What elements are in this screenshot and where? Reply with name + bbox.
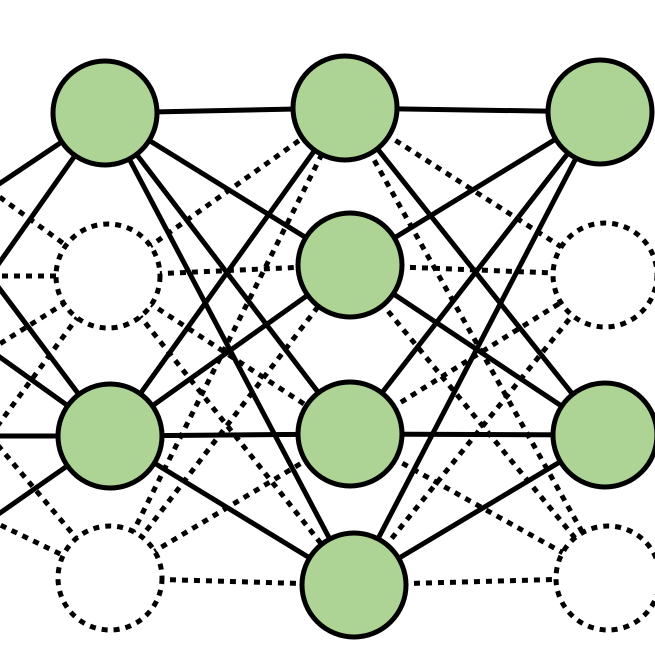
active-node-L2N3: [295, 379, 405, 489]
edge-L1N4-L2N1: [107, 106, 348, 580]
active-node-L1N1: [50, 58, 160, 168]
active-node-L3N1: [545, 57, 655, 167]
edge-L1N4-L2N2: [108, 263, 352, 580]
dropped-node-L1N2: [53, 221, 163, 331]
edge-L2N2-L3N4: [348, 263, 610, 580]
edge-L2N4-L3N1: [351, 110, 603, 587]
active-node-L3N3: [550, 380, 655, 490]
nodes-group: [50, 53, 655, 640]
edge-L2N1-L3N4: [342, 106, 611, 580]
active-node-L1N3: [55, 381, 165, 491]
edge-L1N2-L2N4: [106, 274, 356, 587]
active-node-L2N2: [295, 210, 405, 320]
active-node-L2N4: [299, 530, 409, 640]
dropped-node-L3N2: [550, 220, 655, 330]
edge-L1N3-L2N1: [107, 106, 348, 438]
active-node-L2N1: [290, 53, 400, 163]
dropped-node-L3N4: [553, 523, 655, 633]
edges-group: [0, 105, 611, 588]
edge-input-L1N2: [0, 274, 111, 427]
dropped-node-L1N4: [55, 523, 165, 633]
edge-L2N3-L3N1: [348, 110, 602, 436]
